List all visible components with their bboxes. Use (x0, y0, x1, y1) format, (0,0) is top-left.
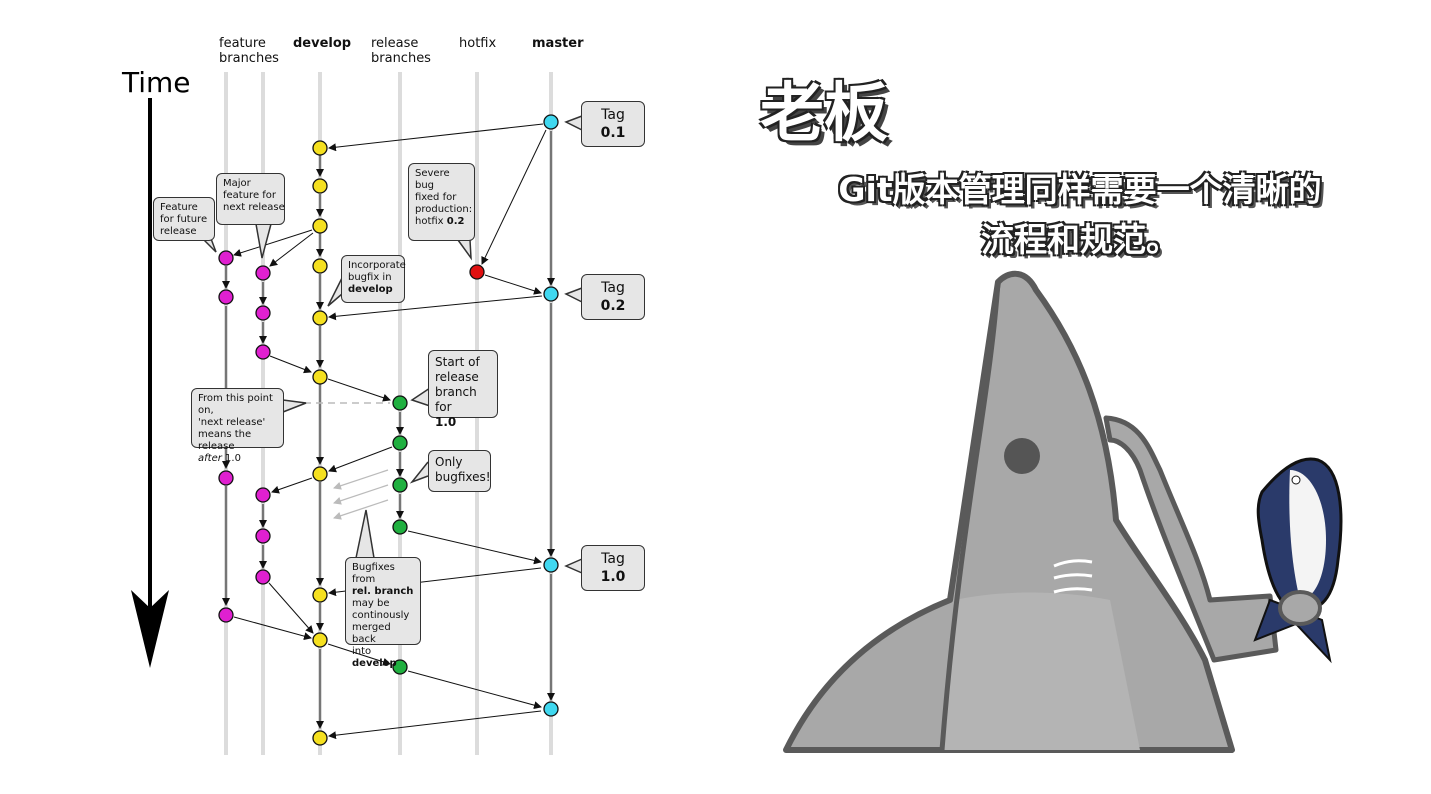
shark-gills (1053, 559, 1093, 594)
commit-dot (312, 730, 328, 746)
column-title-master: master (532, 36, 584, 51)
callout-bugfixes-from-release: Bugfixes from rel. branch may be contino… (345, 557, 421, 669)
shark-fist (1278, 590, 1322, 626)
feature-commits (218, 250, 271, 623)
commit-dot (392, 395, 408, 411)
commit-dot (312, 178, 328, 194)
callout-incorporate-bugfix: Incorporate bugfix in develop (341, 255, 406, 303)
meme-title: 老板 (760, 77, 888, 151)
commit-dot (255, 265, 271, 281)
fish-icon (1253, 457, 1343, 664)
time-label: Time (122, 66, 191, 99)
commit-dot (312, 466, 328, 482)
commit-dot (312, 258, 328, 274)
shark-arm (1103, 415, 1279, 663)
commit-dot (312, 140, 328, 156)
commit-dot (255, 487, 271, 503)
shark-fin-outline (939, 281, 1001, 751)
meme-subtitle-line1: Git版本管理同样需要一个清晰的 (838, 170, 1322, 209)
column-title-release: release branches (371, 36, 431, 66)
develop-commits (312, 140, 328, 746)
commit-dot (218, 289, 234, 305)
commit-dot (543, 286, 559, 302)
commit-dot (255, 528, 271, 544)
meme-subtitle-line2: 流程和规范。 (981, 220, 1179, 259)
commit-dot (543, 114, 559, 130)
commit-dot (392, 519, 408, 535)
callout-from-this-point: From this point on, 'next release' means… (191, 388, 284, 464)
commit-dot (218, 250, 234, 266)
shark-body (783, 270, 1235, 753)
commit-dot (218, 607, 234, 623)
commit-dot (312, 218, 328, 234)
merge-arrows (233, 123, 547, 740)
commit-dot (255, 344, 271, 360)
meme-subtitle: Git版本管理同样需要一个清晰的 流程和规范。 (755, 165, 1405, 265)
column-title-hotfix: hotfix (459, 36, 497, 51)
shark-belly (942, 592, 1140, 750)
release-commits (392, 395, 408, 675)
commit-dot (392, 659, 408, 675)
column-title-feature: feature branches (219, 36, 279, 66)
commit-dot (312, 632, 328, 648)
hotfix-commits (469, 264, 485, 280)
commit-dot (255, 305, 271, 321)
commit-dot (312, 310, 328, 326)
commit-dot (218, 470, 234, 486)
commit-dot (255, 569, 271, 585)
commit-dot (543, 557, 559, 573)
shark-illustration (783, 270, 1343, 753)
commit-dot (392, 477, 408, 493)
callout-only-bugfixes: Only bugfixes! (428, 450, 491, 492)
commit-dot (392, 435, 408, 451)
callout-start-release: Start of release branch for 1.0 (428, 350, 498, 429)
shark-eye (1004, 438, 1040, 474)
callout-pointers (199, 115, 583, 574)
callout-feature-future: Feature for future release (153, 197, 215, 241)
commit-dot (312, 369, 328, 385)
time-arrow (131, 98, 169, 668)
master-commits (543, 114, 559, 717)
callout-major-feature: Major feature for next release (216, 173, 285, 225)
commit-dot (469, 264, 485, 280)
column-title-develop: develop (293, 36, 352, 51)
commit-dot (543, 701, 559, 717)
commit-chains (222, 131, 555, 729)
commit-dot (312, 587, 328, 603)
callout-severe-bug: Severe bug fixed for production: hotfix … (408, 163, 475, 241)
